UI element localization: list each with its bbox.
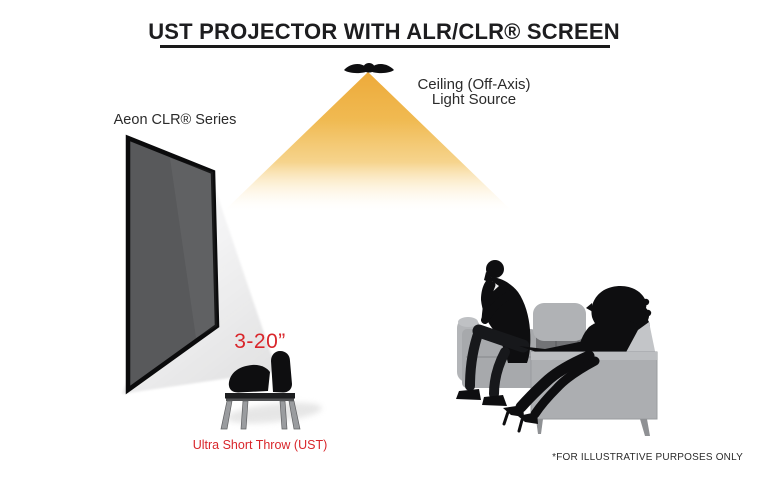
page-title: UST PROJECTOR WITH ALR/CLR® SCREEN (148, 19, 620, 44)
stand-shadow (226, 402, 322, 424)
projection-screen (125, 134, 220, 395)
ust-projector (228, 351, 292, 393)
woman-legs (502, 350, 600, 433)
light-cone (224, 72, 512, 211)
ceiling-light-icon (344, 63, 394, 74)
footnote: *FOR ILLUSTRATIVE PURPOSES ONLY (552, 452, 743, 463)
sofa-pillow (624, 322, 656, 356)
title-underline (160, 45, 610, 48)
light-source-line2: Light Source (431, 91, 517, 108)
light-source-label: Ceiling (Off-Axis) Light Source (398, 77, 550, 107)
projector-type-label: Ultra Short Throw (UST) (192, 438, 328, 452)
screen-series-label: Aeon CLR® Series (113, 112, 237, 128)
projector-stand (220, 393, 301, 430)
screen-sheen (170, 158, 217, 338)
light-source-line1: Ceiling (Off-Axis) (417, 76, 531, 93)
throw-distance-label: 3-20” (234, 330, 286, 353)
man-silhouette (456, 260, 531, 406)
